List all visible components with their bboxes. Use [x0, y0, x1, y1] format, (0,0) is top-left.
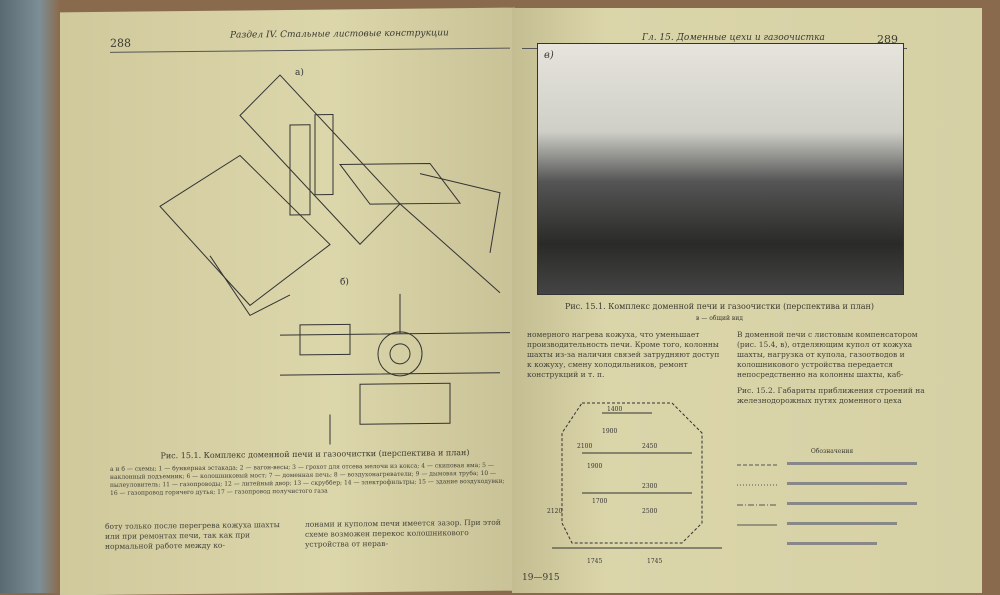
left-page: 288 Раздел IV. Стальные листовые констру… — [60, 7, 515, 595]
dimension-label: 1745 — [647, 558, 662, 565]
blast-furnace-diagram: а) б) — [159, 67, 510, 445]
dimension-label: 2300 — [642, 483, 657, 490]
dimension-label: 1745 — [587, 558, 602, 565]
dimension-label: 2500 — [642, 508, 657, 515]
dimension-label: 2100 — [577, 443, 592, 450]
dimension-label: 1900 — [602, 428, 617, 435]
dimension-label: 1900 — [587, 463, 602, 470]
clearance-diagram: 1400 1900 2100 2450 1900 2300 1700 2500 … — [547, 402, 722, 565]
body-text-left: номерного нагрева кожуха, что уменьшает … — [527, 330, 720, 379]
figure-legend: а и б — схемы; 1 — бункерная эстакада; 2… — [110, 461, 505, 497]
dimension-label: 2120 — [547, 508, 562, 515]
page-number: 289 — [877, 33, 898, 46]
figure-caption: Рис. 15.1. Комплекс доменной печи и газо… — [564, 302, 875, 311]
right-page: Гл. 15. Доменные цехи и газоочистка 289 … — [512, 8, 982, 593]
figure-subcaption: в — общий вид — [696, 315, 743, 322]
signature-mark: 19—915 — [522, 573, 560, 583]
dimension-label: 1400 — [607, 406, 622, 413]
running-head: Гл. 15. Доменные цехи и газоочистка — [642, 33, 825, 43]
continued-text: лонами и куполом печи имеется зазор. При… — [305, 517, 501, 549]
figure-label-a: а) — [295, 67, 304, 78]
photo-label: в) — [544, 50, 554, 61]
dimension-label: 1700 — [592, 498, 607, 505]
figure2-legend-title: Обозначения — [810, 448, 854, 455]
running-head: Раздел IV. Стальные листовые конструкции — [230, 28, 449, 41]
header-rule — [110, 47, 510, 53]
figure2-caption: Рис. 15.2. Габариты приближения строений… — [737, 386, 925, 405]
dimension-label: 2450 — [642, 443, 657, 450]
body-text-right: В доменной печи с листовым компенсатором… — [737, 330, 918, 379]
figure-label-b: б) — [340, 276, 349, 287]
figure2-legend — [737, 462, 917, 545]
page-number: 288 — [110, 36, 131, 50]
figure-caption: Рис. 15.1. Комплекс доменной печи и газо… — [160, 448, 470, 461]
body-text: боту только после перегрева кожуха шахты… — [105, 520, 280, 551]
blast-furnace-photo: в) — [537, 43, 904, 295]
